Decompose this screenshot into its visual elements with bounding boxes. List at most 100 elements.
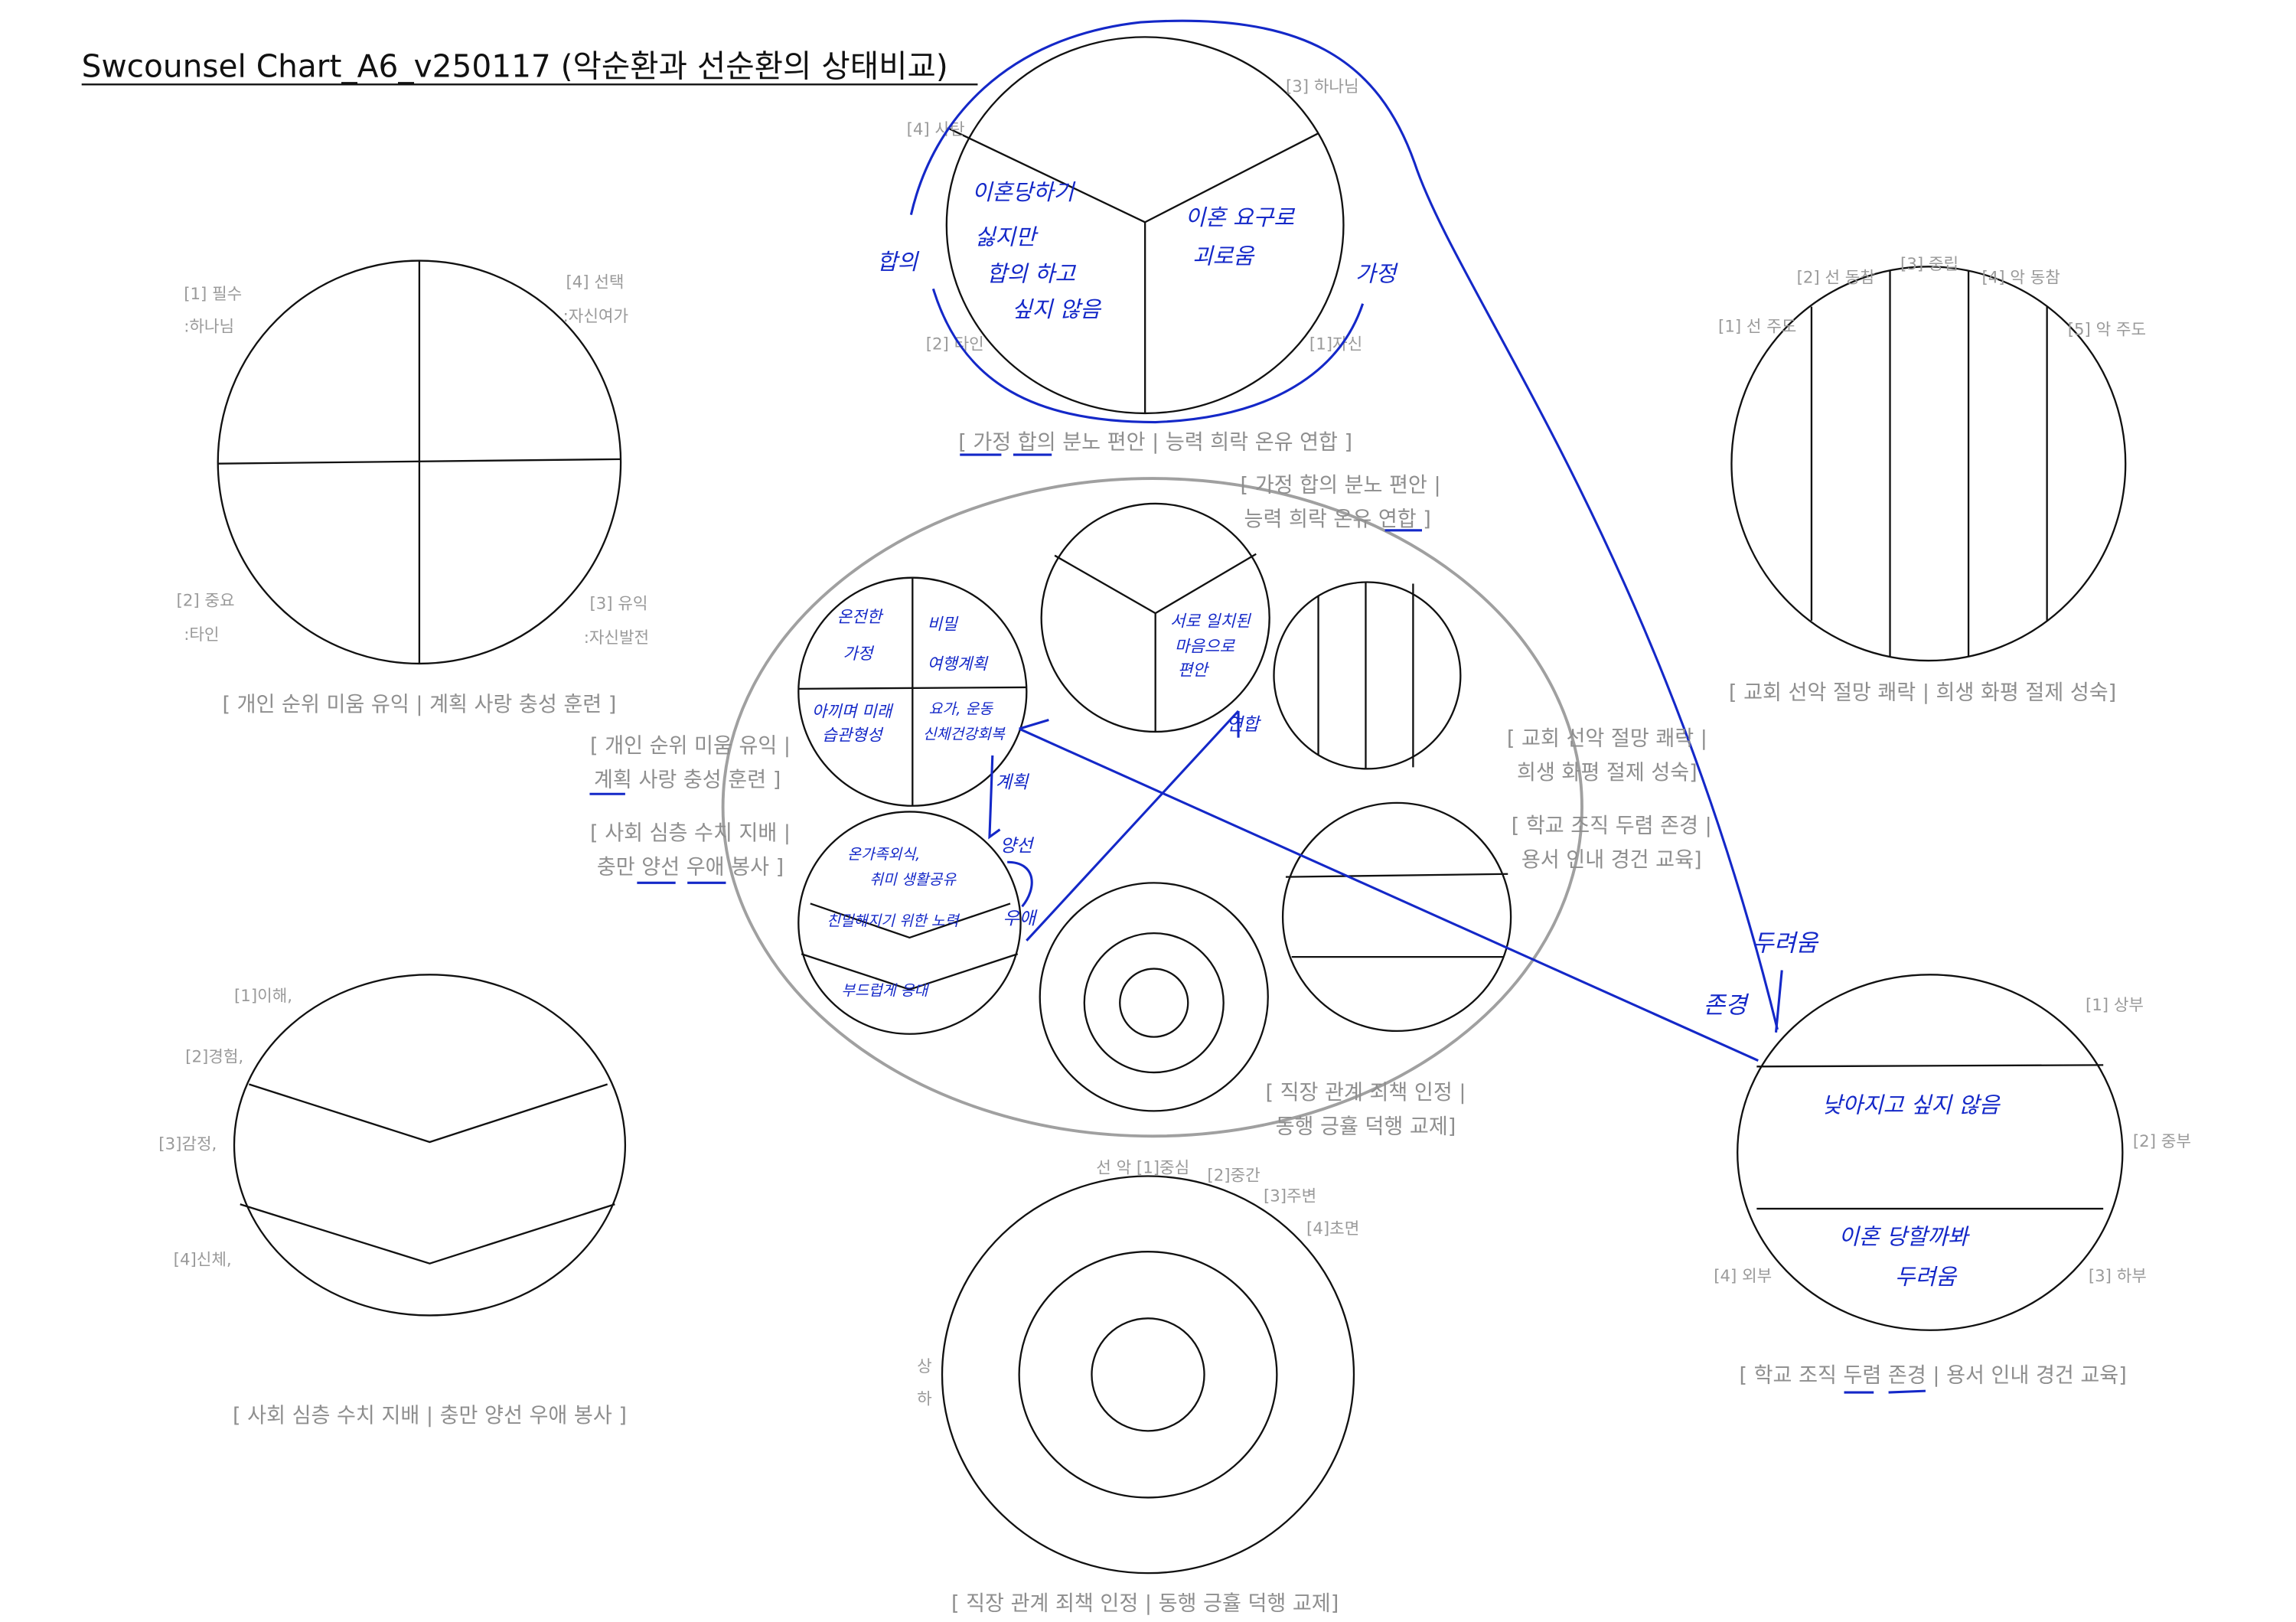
handwritten-note: 낮아지고 싶지 않음 [1822,1092,2001,1118]
handwritten-note: 부드럽게 응대 [841,981,929,999]
underline [1888,1389,1926,1394]
ink-arrow [1026,710,1240,942]
handwritten-note: 이혼 요구로 [1185,204,1295,230]
label: :자신여가 [563,307,628,326]
mini-school-circle [1281,801,1512,1033]
caption: [ 학교 조직 두렴 존경 | [1512,814,1712,838]
ring [1119,968,1189,1038]
ring [1091,1317,1205,1432]
ink-arc [931,288,1365,424]
label: [1] 선 주도 [1718,317,1796,336]
handwritten-note: 비밀 [928,615,960,634]
ring [1083,932,1225,1074]
caption: [ 개인 순위 미움 유익 | [590,734,791,758]
label: [3] 유익 [589,594,647,613]
handwritten-note: 싶지 않음 [1012,296,1101,322]
divider [949,128,1146,224]
society-circle [233,974,627,1317]
handwritten-note: 두려움 [1753,929,1819,957]
handwritten-note: 이혼당하기 [972,179,1076,205]
label: [2]경험, [185,1048,243,1067]
ink-stroke [1774,970,1783,1033]
divider [249,1083,608,1144]
personal-chart: [1] 필수 :하나님 [4] 선택 :자신여가 [2] 중요 :타인 [3] … [177,259,649,716]
caption: [ 직장 관계 죄책 인정 | [1265,1081,1466,1105]
caption: [ 사회 심층 수치 지배 | 충만 양선 우애 봉사 ] [233,1404,627,1428]
handwritten-note: 괴로움 [1192,243,1255,269]
label: [4]신체, [174,1251,232,1270]
handwritten-note: 합의 [877,249,920,275]
divider [801,953,1019,990]
handwritten-note: 가정 [1355,261,1399,287]
handwritten-note: 여행계획 [928,655,990,674]
label: [3]감정, [158,1135,217,1154]
handwritten-note: 가정 [843,645,875,664]
divider [1155,553,1257,615]
family-chart: [3] 하나님 [4] 사탄 [2] 타인 [1]자신 [ 가정 합의 분노 편… [877,19,1779,1030]
caption: [ 가정 합의 분노 편안 | 능력 희락 온유 연합 ] [958,430,1352,454]
label: [3] 하부 [2089,1267,2147,1286]
handwritten-note: 이혼 당할까봐 [1838,1224,1971,1250]
label: [2]중간 [1207,1166,1260,1185]
school-circle [1737,974,2124,1331]
label: 하 [917,1390,932,1409]
caption: 희생 화평 절제 성숙] [1517,761,1698,785]
mini-society-circle [797,811,1022,1035]
label: :타인 [184,625,219,645]
mini-church-circle [1273,581,1462,770]
handwritten-note: 습관형성 [822,726,884,746]
handwritten-note: 신체건강회복 [923,726,1006,743]
divider [1285,873,1508,878]
church-chart: [1] 선 주도 [2] 선 동참 [3] 중립 [4] 악 동참 [5] 악 … [1718,255,2146,704]
label: [4]초면 [1306,1219,1359,1239]
divider [217,458,621,465]
handwritten-note: 친밀해지기 위한 노력 [827,912,960,929]
summary-ellipse: [ 가정 합의 분노 편안 | 능력 희락 온유 연합 ] [ 개인 순위 미움… [589,473,1759,1138]
label: [4] 외부 [1714,1267,1772,1286]
caption: [ 교회 선악 절망 쾌락 | 희생 화평 절제 성숙] [1729,680,2116,704]
label: [3] 하나님 [1286,77,1359,96]
work-chart: 선 악 [1]중심 [2]중간 [3]주변 [4]초면 상 하 [ 직장 관계 … [917,1159,1359,1616]
handwritten-note: 싫지만 [975,224,1039,250]
page-title: Swcounsel Chart_A6_v250117 (악순환과 선순환의 상태… [82,48,948,85]
caption: [ 개인 순위 미움 유익 | 계획 사랑 충성 훈련 ] [222,693,616,716]
handwritten-note: 요가, 운동 [929,700,994,718]
caption: [ 가정 합의 분노 편안 | [1241,473,1441,497]
label: [4] 악 동참 [1981,269,2060,288]
ring [1018,1251,1278,1499]
label: [1] 상부 [2086,996,2144,1015]
divider [1756,1064,2104,1068]
ink-connector [909,19,1779,1030]
caption: [ 직장 관계 죄책 인정 | 동행 긍휼 덕행 교제] [951,1592,1339,1616]
divider [1054,554,1156,615]
link-label: 양선 [1000,836,1034,857]
label: [4] 선택 [566,273,624,292]
divider [798,686,1027,690]
ink-loop [1007,860,1033,908]
label: [2] 중부 [2133,1132,2191,1151]
link-label: 계획 [996,772,1030,793]
label: 선 악 [1]중심 [1096,1159,1189,1178]
mini-work-circle [1039,882,1269,1112]
caption: [ 학교 조직 두렴 존경 | 용서 인내 경건 교육] [1739,1364,2126,1388]
caption: 능력 희락 온유 연합 ] [1244,507,1431,531]
link-label: 우애 [1003,909,1037,929]
label: :자신발전 [584,628,649,648]
work-circle [941,1175,1355,1575]
handwritten-note: 편안 [1178,661,1210,680]
label: 상 [917,1357,932,1376]
label: :하나님 [184,317,234,336]
ink-arrowhead [1019,719,1049,730]
school-chart: [1] 상부 [2] 중부 [3] 하부 [4] 외부 낮아지고 싶지 않음 이… [1704,929,2191,1394]
divider [810,902,1011,939]
label: [1]이해, [234,987,292,1006]
handwritten-note: 두려움 [1895,1264,1958,1290]
handwritten-note: 온가족외식, [847,845,920,863]
caption: 용서 인내 경건 교육] [1521,848,1702,872]
handwritten-note: 서로 일치된 [1170,612,1252,632]
label: [3]주변 [1264,1186,1316,1206]
handwritten-note: 아끼며 미래 [812,703,894,722]
caption: [ 교회 선악 절망 쾌락 | [1507,726,1707,750]
label: [3] 중립 [1900,255,1958,274]
